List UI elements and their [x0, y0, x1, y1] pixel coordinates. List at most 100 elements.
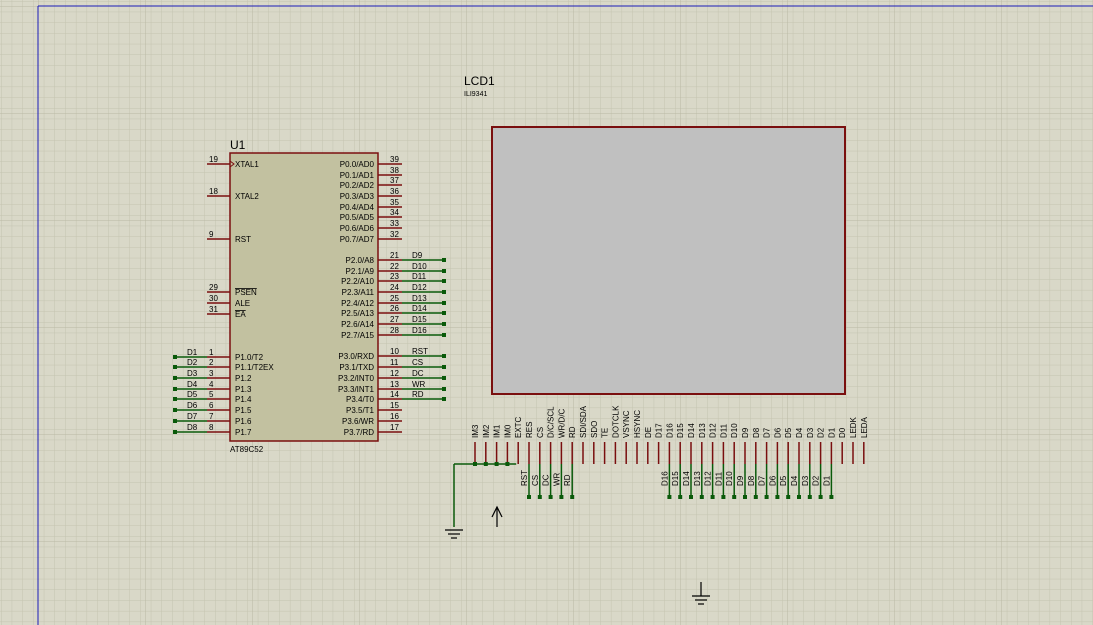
lcd-pin-d17[interactable]: D17: [655, 423, 664, 464]
lcd-net-d10[interactable]: D10: [725, 464, 737, 499]
lcd-net-d6[interactable]: D6: [768, 464, 780, 499]
lcd-pin-d8[interactable]: D8: [752, 427, 761, 464]
lcd-net-d16[interactable]: D16: [660, 464, 672, 499]
lcd-net-d2[interactable]: D2: [812, 464, 823, 499]
lcd-pin-im0[interactable]: IM0: [503, 424, 512, 464]
lcd-pin-wr-d-c[interactable]: WR/D/C: [557, 408, 566, 464]
lcd-pin-d15[interactable]: D15: [676, 423, 685, 464]
lcd-pin-d-c-scl[interactable]: D/C/SCL: [547, 406, 556, 464]
lcd-net-d7[interactable]: D7: [758, 464, 769, 499]
lcd-pin-d16[interactable]: D16: [665, 423, 674, 464]
lcd-pin-extc[interactable]: EXTC: [514, 416, 523, 464]
lcd-pin-d5[interactable]: D5: [784, 427, 793, 464]
lcd-pin-d11[interactable]: D11: [719, 423, 728, 464]
mcu-pin-8[interactable]: 8P1.7D8: [173, 423, 252, 437]
lcd-pin-cs[interactable]: CS: [536, 427, 545, 464]
lcd-net-d8[interactable]: D8: [747, 464, 758, 499]
lcd-net-dc[interactable]: DC: [542, 464, 553, 499]
lcd-pin-d10[interactable]: D10: [730, 423, 739, 464]
lcd-pin-rd[interactable]: RD: [568, 426, 577, 464]
ground-icon[interactable]: [445, 529, 463, 539]
mcu-pin-5[interactable]: 5P1.4D5: [173, 390, 252, 404]
lcd-net-d9[interactable]: D9: [736, 464, 747, 499]
mcu-pin-6[interactable]: 6P1.5D6: [173, 401, 252, 415]
lcd-net-d13[interactable]: D13: [693, 464, 704, 499]
lcd-pin-im1[interactable]: IM1: [493, 424, 502, 464]
lcd-pin-ledk[interactable]: LEDK: [849, 416, 858, 464]
ground-icon[interactable]: [692, 582, 710, 605]
lcd-pin-d9[interactable]: D9: [741, 427, 750, 464]
lcd-pin-te[interactable]: TE: [601, 428, 610, 464]
lcd-pin-d3[interactable]: D3: [806, 427, 815, 464]
lcd-net-d12[interactable]: D12: [704, 464, 715, 499]
lcd-pin-d0[interactable]: D0: [838, 427, 847, 464]
lcd-pin-sdi-sda[interactable]: SDI/SDA: [579, 405, 588, 464]
lcd-pin-d7[interactable]: D7: [763, 427, 772, 464]
lcd-pin-vsync[interactable]: VSYNC: [622, 410, 631, 464]
lcd-net-wr[interactable]: WR: [552, 464, 564, 499]
lcd-net-d3[interactable]: D3: [801, 464, 812, 499]
lcd-pin-dotclk[interactable]: DOTCLK: [611, 405, 620, 464]
lcd-pin-d1[interactable]: D1: [827, 427, 836, 464]
lcd-pin-d2[interactable]: D2: [817, 427, 826, 464]
lcd-pin-d13[interactable]: D13: [698, 423, 707, 464]
lcd-pin-res[interactable]: RES: [525, 422, 534, 464]
mcu-pin-3[interactable]: 3P1.2D3: [173, 369, 252, 383]
lcd-net-d15[interactable]: D15: [671, 464, 683, 499]
lcd-pin-d12[interactable]: D12: [709, 423, 718, 464]
mcu-pin-4[interactable]: 4P1.3D4: [173, 380, 252, 394]
lcd-net-cs[interactable]: CS: [531, 464, 542, 499]
lcd-pin-leda[interactable]: LEDA: [860, 416, 869, 464]
power-symbols[interactable]: [445, 505, 710, 605]
lcd-pin-d14[interactable]: D14: [687, 423, 696, 464]
lcd-net-d4[interactable]: D4: [790, 464, 801, 499]
lcd-pin-im3[interactable]: IM3: [471, 424, 480, 464]
mcu-body[interactable]: [229, 152, 379, 442]
lcd-pin-de[interactable]: DE: [644, 427, 653, 464]
lcd-net-d14[interactable]: D14: [682, 464, 693, 499]
lcd-pin-hsync[interactable]: HSYNC: [633, 410, 642, 464]
lcd-screen[interactable]: [491, 126, 846, 395]
lcd-pin-d4[interactable]: D4: [795, 427, 804, 464]
lcd-pin-d6[interactable]: D6: [773, 427, 782, 464]
lcd-net-rst[interactable]: RST: [520, 464, 531, 499]
power-arrow-icon[interactable]: [491, 505, 503, 527]
lcd-net-d11[interactable]: D11: [714, 464, 726, 499]
mcu-pin-7[interactable]: 7P1.6D7: [173, 412, 252, 426]
mcu-at89c52[interactable]: U1AT89C5219XTAL118XTAL29RST29PSEN30ALE31…: [173, 138, 446, 454]
lcd-pin-sdo[interactable]: SDO: [590, 421, 599, 464]
lcd-net-d5[interactable]: D5: [779, 464, 791, 499]
lcd-pin-im2[interactable]: IM2: [482, 424, 491, 464]
lcd-net-d1[interactable]: D1: [822, 464, 834, 499]
